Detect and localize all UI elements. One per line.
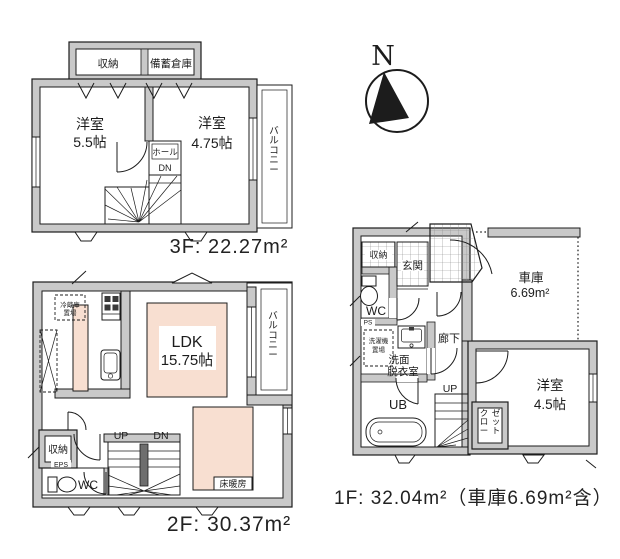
room-label-balcony-3f: バルコニー xyxy=(269,126,279,176)
room-label-fridge-1: 冷蔵庫 xyxy=(60,300,80,309)
floor1-stairs xyxy=(434,393,469,448)
fridge-space xyxy=(54,294,86,321)
floor3-hall-and-stairs xyxy=(104,140,182,225)
floor1-bedroom xyxy=(475,350,598,403)
floor2-kitchen xyxy=(39,292,121,393)
floor2-plan: LDK 15.75帖 床暖房 冷蔵庫 置場 収納 EPS WC UP DN バル… xyxy=(27,270,293,516)
room-label-garage-size: 6.69m² xyxy=(511,286,550,300)
compass-circle xyxy=(365,69,429,133)
room-label-hall: ホール xyxy=(152,147,178,157)
floor2-windows xyxy=(27,270,293,459)
floor3-windows xyxy=(31,117,258,188)
floor1-plan: 収納 玄関 車庫 6.69m² WC PS 洗濯機 置場 洗面 脱衣室 廊下 U… xyxy=(349,221,598,469)
floor1-wc xyxy=(360,275,420,326)
room-label-washroom-2: 脱衣室 xyxy=(387,365,419,378)
room-label-wc-2f: WC xyxy=(78,478,98,492)
room-label-bedroom-left: 洋室 xyxy=(76,116,104,132)
floor3-labels: 収納 備蓄倉庫 洋室 5.5帖 洋室 4.75帖 ホール DN バルコニー xyxy=(73,57,279,176)
room-label-bedroom-right-size: 4.75帖 xyxy=(191,135,232,151)
floor2-stairs xyxy=(107,441,181,496)
entrance-porch xyxy=(429,223,483,283)
room-label-closet-2: ゼット xyxy=(492,408,501,435)
room-label-storage-1f: 収納 xyxy=(369,249,387,260)
room-label-closet-1: クロー xyxy=(480,408,489,435)
floor3-plan: 収納 備蓄倉庫 洋室 5.5帖 洋室 4.75帖 ホール DN バルコニー xyxy=(31,41,293,242)
north-compass: N xyxy=(365,41,429,133)
floor2-vents xyxy=(67,506,219,516)
room-label-stockpile: 備蓄倉庫 xyxy=(150,57,192,70)
floor2-storage-wc xyxy=(38,411,107,496)
room-label-ub: UB xyxy=(389,397,407,412)
room-label-laundry-2: 置場 xyxy=(372,345,386,354)
room-label-up-1f: UP xyxy=(443,383,458,395)
room-label-storage-3f: 収納 xyxy=(98,57,119,70)
room-label-wc-1f: WC xyxy=(366,304,386,318)
floor1-washroom xyxy=(363,291,462,375)
floor2-labels: LDK 15.75帖 床暖房 冷蔵庫 置場 収納 EPS WC UP DN バル… xyxy=(48,300,278,492)
floor1-closet xyxy=(471,401,509,450)
floor-heating-area xyxy=(192,406,254,491)
room-label-washroom-1: 洗面 xyxy=(389,354,410,366)
room-label-storage-2f: 収納 xyxy=(48,443,68,456)
floor3-walls xyxy=(31,41,293,233)
room-label-bedroom-left-size: 5.5帖 xyxy=(73,134,106,150)
cupboard-space xyxy=(39,329,58,393)
floor1-area-label: 1F: 32.04m²（車庫6.69m²含） xyxy=(334,488,613,509)
room-label-floor-heating: 床暖房 xyxy=(219,478,246,489)
room-label-ldk: LDK xyxy=(171,334,202,351)
room-label-laundry-1: 洗濯機 xyxy=(369,336,389,345)
room-label-bedroom-1f-size: 4.5帖 xyxy=(534,397,566,412)
room-label-balcony-2f: バルコニー xyxy=(268,311,278,361)
room-label-dn-2f: DN xyxy=(153,430,168,442)
room-label-entrance: 玄関 xyxy=(402,259,423,272)
room-label-ps: PS xyxy=(364,320,373,327)
floor3-closet-doors xyxy=(77,82,193,100)
floor1-vents xyxy=(349,221,597,469)
north-arrow-icon xyxy=(369,72,409,124)
floor1-labels: 収納 玄関 車庫 6.69m² WC PS 洗濯機 置場 洗面 脱衣室 廊下 U… xyxy=(364,249,566,435)
floor3-area-label: 3F: 22.27m² xyxy=(169,236,289,258)
floor1-bath xyxy=(365,375,427,447)
north-label: N xyxy=(371,41,395,72)
room-label-ldk-size: 15.75帖 xyxy=(161,352,214,369)
floor3-vents xyxy=(74,231,208,242)
room-label-up-2f: UP xyxy=(114,430,129,442)
floor2-ldk-area xyxy=(146,302,254,491)
floor2-area-label: 2F: 30.37m² xyxy=(166,513,292,536)
room-label-corridor: 廊下 xyxy=(438,331,460,345)
room-label-dn-3f: DN xyxy=(159,163,172,173)
room-label-fridge-2: 置場 xyxy=(64,308,78,317)
room-label-eps: EPS xyxy=(54,462,68,469)
room-label-bedroom-right: 洋室 xyxy=(198,115,226,131)
laundry-space xyxy=(363,329,394,367)
floor1-entrance xyxy=(361,223,493,290)
room-label-bedroom-1f: 洋室 xyxy=(537,377,564,393)
room-label-garage: 車庫 xyxy=(518,271,543,285)
